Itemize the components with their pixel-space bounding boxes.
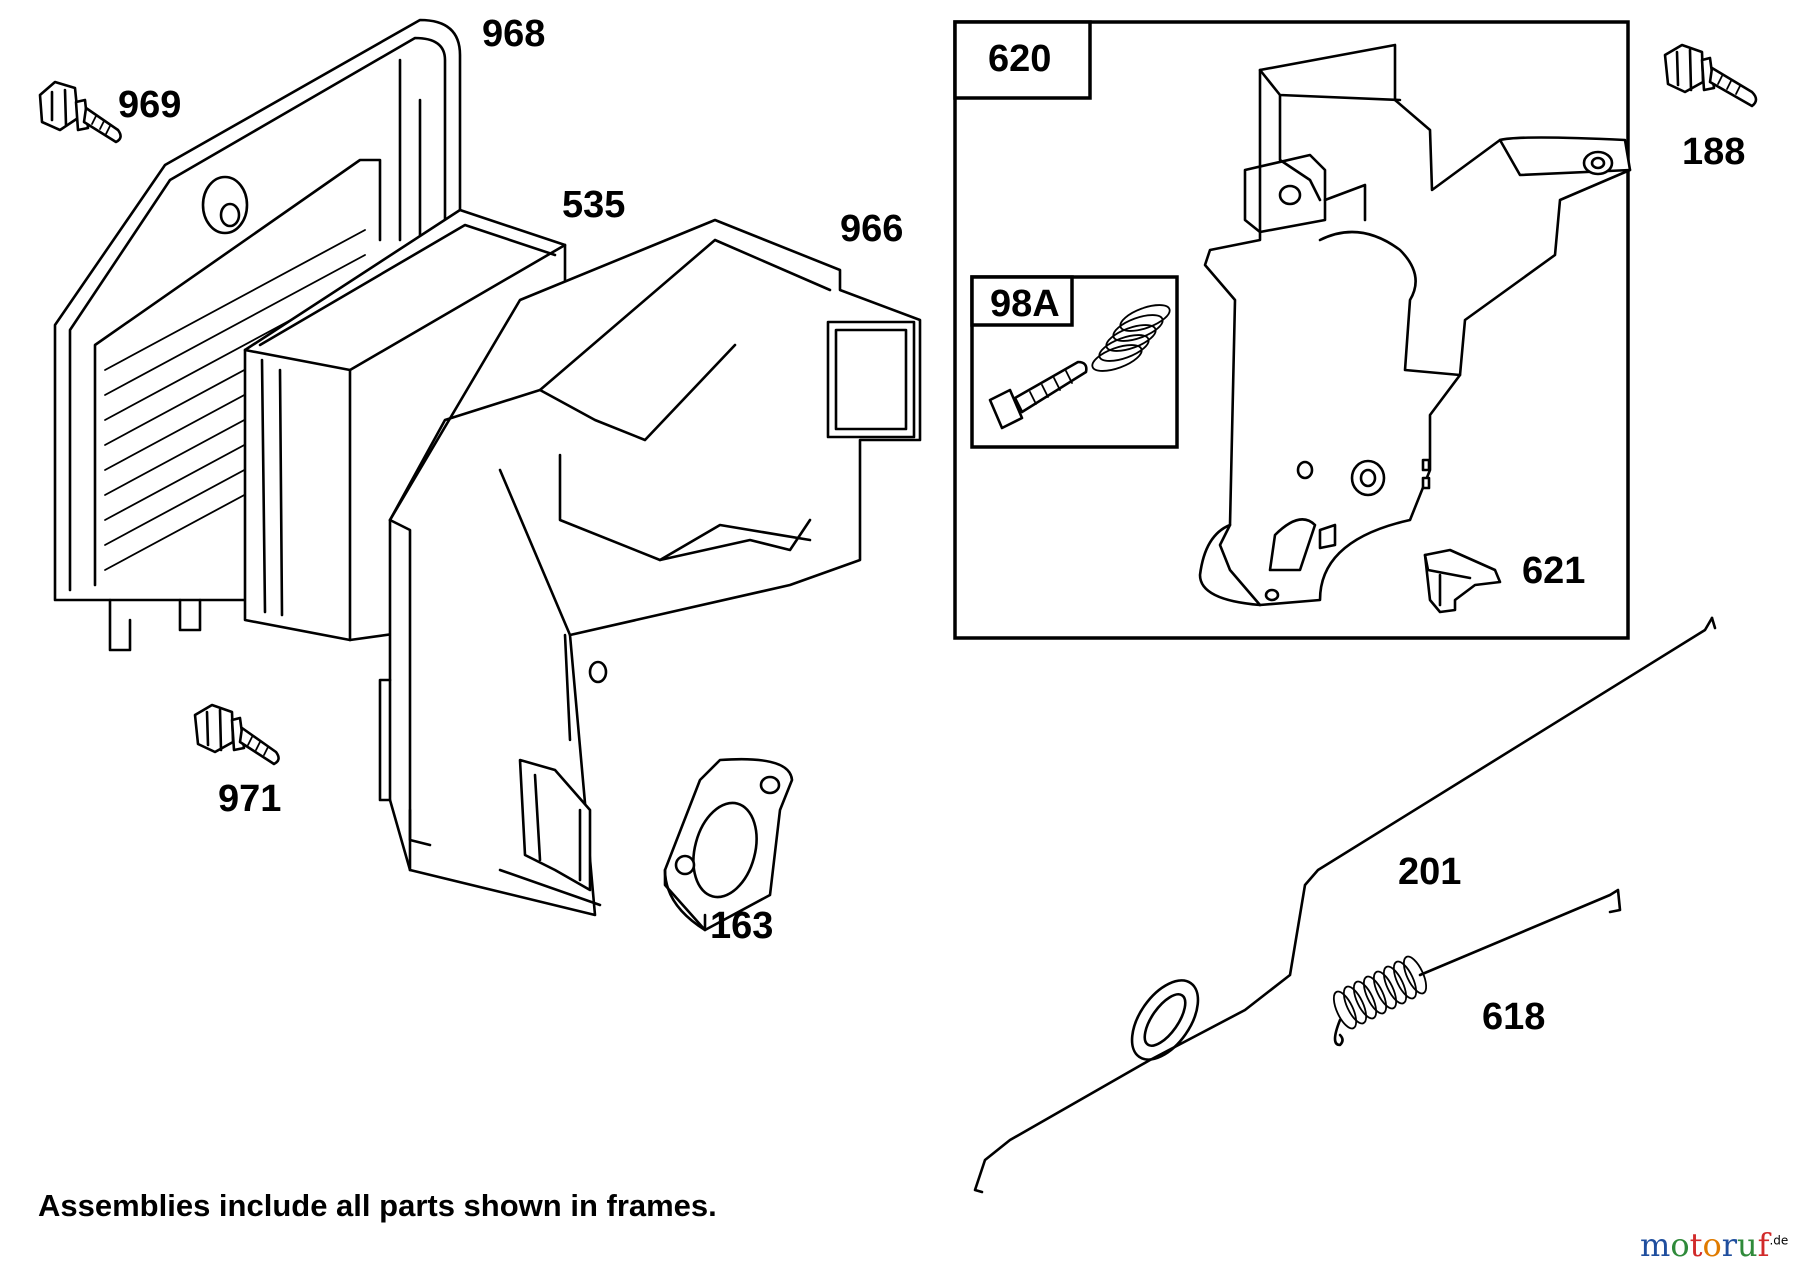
label-201: 201 (1398, 851, 1462, 893)
part-163-gasket (663, 757, 794, 932)
footer-note: Assemblies include all parts shown in fr… (38, 1188, 717, 1223)
label-968: 968 (482, 13, 546, 55)
label-620: 620 (988, 38, 1052, 80)
part-188-bolt (1663, 43, 1758, 108)
part-620-control-bracket (1198, 43, 1632, 607)
label-969: 969 (118, 84, 182, 126)
part-98a-spring-and-screw (988, 304, 1171, 430)
part-201-governor-link (973, 616, 1717, 1194)
part-621-clip (1423, 548, 1502, 614)
label-188: 188 (1682, 131, 1746, 173)
part-618-spring (1332, 888, 1622, 1047)
part-966-air-cleaner-base (378, 218, 922, 917)
label-535: 535 (562, 184, 626, 226)
label-621: 621 (1522, 550, 1586, 592)
label-966: 966 (840, 208, 904, 250)
label-163: 163 (710, 905, 774, 947)
label-98a: 98A (990, 283, 1060, 325)
watermark-logo: motoruf.de (1640, 1226, 1789, 1264)
label-971: 971 (218, 778, 282, 820)
frame-98a-assembly (970, 275, 1179, 449)
label-618: 618 (1482, 996, 1546, 1038)
part-971-bolt (193, 703, 280, 766)
part-969-bolt (38, 80, 122, 144)
